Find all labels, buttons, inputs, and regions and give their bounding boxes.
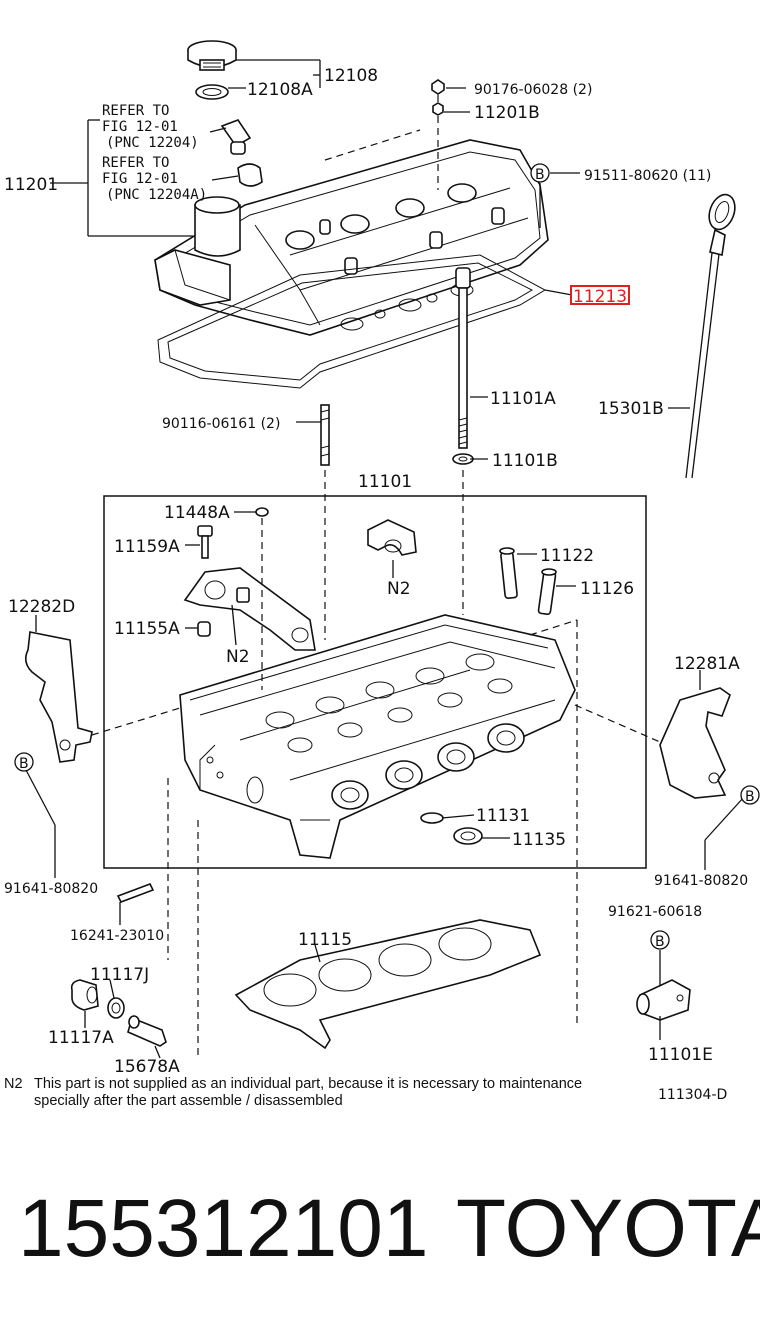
- caption-brand: TOYOTA: [456, 1183, 760, 1274]
- label-11126: 11126: [580, 579, 634, 599]
- figure-id: 111304-D: [658, 1087, 727, 1103]
- label-11117A: 11117A: [48, 1028, 114, 1048]
- valve-guide-11122: [499, 547, 518, 600]
- footnote-line-2: specially after the part assemble / disa…: [34, 1093, 343, 1109]
- head-cover-gasket-inner: [167, 262, 534, 381]
- plug-11448A: [255, 507, 269, 517]
- label-11213-highlighted: 11213: [573, 287, 627, 307]
- leader-lines: [25, 59, 745, 1059]
- svg-text:FIG 12-01: FIG 12-01: [102, 119, 178, 135]
- camshaft-bearing-cap: [183, 567, 316, 651]
- label-15301B: 15301B: [598, 399, 664, 419]
- cylinder-head-assembly-box: [103, 495, 647, 869]
- b-marker-left: B: [14, 752, 34, 772]
- svg-text:B: B: [535, 167, 545, 183]
- svg-text:(PNC 12204A): (PNC 12204A): [106, 187, 207, 203]
- b-marker-right: B: [740, 785, 760, 805]
- label-11201: 11201: [4, 175, 58, 195]
- part-labels: 12108 12108A 90176-06028 (2) 11201B 1120…: [4, 66, 748, 1077]
- label-11448A: 11448A: [164, 503, 230, 523]
- label-11117J: 11117J: [90, 965, 149, 985]
- label-90176-06028: 90176-06028 (2): [474, 82, 592, 98]
- pcv-valve: [220, 119, 252, 155]
- label-11101: 11101: [358, 472, 412, 492]
- b-marker-top: B: [530, 163, 550, 183]
- label-11101A: 11101A: [490, 389, 556, 409]
- cam-sensor: [636, 979, 691, 1021]
- label-11101E: 11101E: [648, 1045, 713, 1065]
- label-11159A: 11159A: [114, 537, 180, 557]
- label-11131: 11131: [476, 806, 530, 826]
- label-16241-23010: 16241-23010: [70, 928, 164, 944]
- pin-15678A: [127, 1015, 167, 1047]
- pcv-grommet: [237, 163, 263, 187]
- seal-11135: [453, 827, 483, 845]
- stud-16241: [116, 882, 155, 904]
- cover-nut: [431, 79, 445, 95]
- cylinder-head-cover: [154, 139, 549, 336]
- label-11155A: 11155A: [114, 619, 180, 639]
- oil-dipstick: [685, 193, 736, 479]
- label-12282D: 12282D: [8, 597, 75, 617]
- label-90116-06161: 90116-06161 (2): [162, 416, 280, 432]
- cylinder-head: [179, 614, 576, 859]
- cover-grommet: [432, 102, 444, 116]
- svg-text:(PNC 12204): (PNC 12204): [106, 135, 199, 151]
- footnote-line-1: This part is not supplied as an individu…: [34, 1076, 582, 1092]
- label-91641-80820-right: 91641-80820: [654, 873, 748, 889]
- engine-hanger-rear: [24, 631, 93, 763]
- svg-text:FIG 12-01: FIG 12-01: [102, 171, 178, 187]
- footnote: N2 This part is not supplied as an indiv…: [4, 1076, 727, 1109]
- gasket-11117J: [107, 997, 125, 1019]
- engine-hanger-front: [659, 687, 731, 799]
- o-ring-11131: [420, 812, 444, 824]
- bearing-cap-bolt: [197, 525, 213, 559]
- caption-part-number: 155312101: [18, 1183, 428, 1274]
- label-11201B: 11201B: [474, 103, 540, 123]
- svg-text:B: B: [19, 756, 29, 772]
- label-12108: 12108: [324, 66, 378, 86]
- camshaft-cap-small: [367, 519, 417, 556]
- refer-to-note-1: REFER TO FIG 12-01 (PNC 12204): [102, 103, 199, 151]
- b-marker-sensor: B: [650, 930, 670, 950]
- head-bolt: [455, 267, 471, 449]
- label-15678A: 15678A: [114, 1057, 180, 1077]
- label-91621-60618: 91621-60618: [608, 904, 702, 920]
- label-11122: 11122: [540, 546, 594, 566]
- dowel-pin: [197, 621, 211, 637]
- label-91511-80620: 91511-80620 (11): [584, 168, 711, 184]
- label-12108A: 12108A: [247, 80, 313, 100]
- oil-filler-cap: [187, 40, 237, 100]
- label-91641-80820-left: 91641-80820: [4, 881, 98, 897]
- plug-11117A: [70, 979, 99, 1011]
- label-12281A: 12281A: [674, 654, 740, 674]
- highlight-box-11213: [570, 285, 630, 305]
- label-11101B: 11101B: [492, 451, 558, 471]
- stud-bolt: [320, 404, 330, 466]
- svg-text:REFER TO: REFER TO: [102, 103, 169, 119]
- caption: 155312101 TOYOTA: [18, 1183, 760, 1274]
- svg-text:B: B: [745, 789, 755, 805]
- svg-text:REFER TO: REFER TO: [102, 155, 169, 171]
- footnote-code: N2: [4, 1076, 23, 1092]
- label-11115: 11115: [298, 930, 352, 950]
- label-n2-bearing: N2: [226, 647, 250, 667]
- valve-guide-11126: [537, 568, 557, 616]
- label-n2-cap: N2: [387, 579, 411, 599]
- head-gasket: [234, 919, 542, 1050]
- head-cover-gasket: [157, 254, 547, 389]
- refer-to-note-2: REFER TO FIG 12-01 (PNC 12204A): [102, 155, 207, 203]
- svg-text:B: B: [655, 934, 665, 950]
- label-11135: 11135: [512, 830, 566, 850]
